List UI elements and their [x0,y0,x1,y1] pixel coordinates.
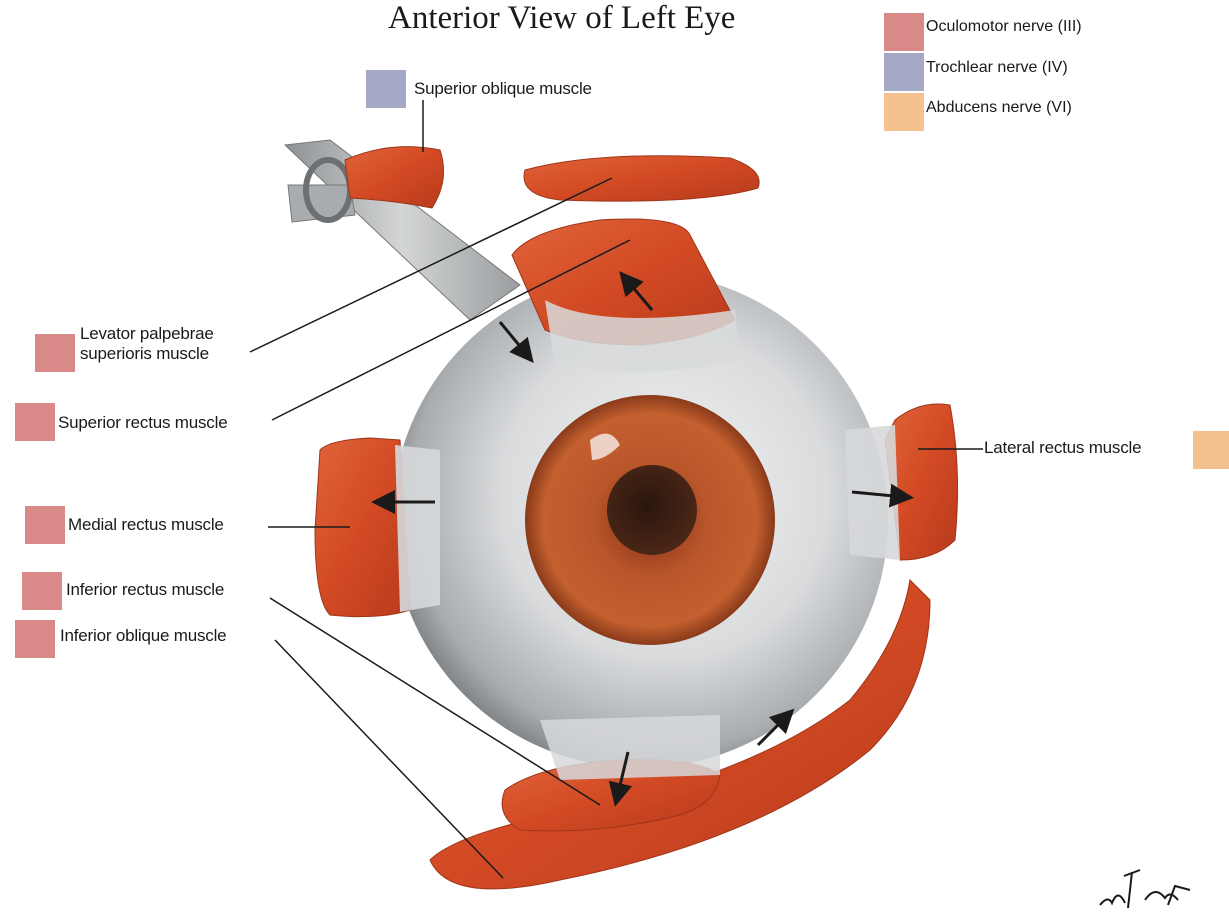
inferior-oblique-swatch [15,620,55,658]
levator-label: Levator palpebrae superioris muscle [80,324,214,364]
legend-label-trochlear: Trochlear nerve (IV) [926,59,1068,77]
levator-label-line1: Levator palpebrae [80,324,214,344]
legend-swatch-abducens [884,93,924,131]
inferior-rectus-swatch [22,572,62,610]
inferior-rectus-label: Inferior rectus muscle [66,580,224,600]
diagram-title: Anterior View of Left Eye [388,0,735,37]
legend-swatch-oculomotor [884,13,924,51]
superior-rectus-swatch [15,403,55,441]
lateral-rectus-label: Lateral rectus muscle [984,438,1141,458]
medial-rectus-swatch [25,506,65,544]
levator-palpebrae-shape [524,156,759,201]
superior-oblique-swatch [366,70,406,108]
superior-oblique-label: Superior oblique muscle [414,79,592,99]
pupil [607,465,697,555]
lateral-rectus-swatch [1193,431,1229,469]
superior-rectus-label: Superior rectus muscle [58,413,227,433]
legend-label-abducens: Abducens nerve (VI) [926,99,1072,117]
medial-rectus-label: Medial rectus muscle [68,515,224,535]
superior-oblique-muscle-shape [345,147,444,208]
signature-mark [1100,870,1190,908]
legend-swatch-trochlear [884,53,924,91]
levator-swatch [35,334,75,372]
levator-label-line2: superioris muscle [80,344,214,364]
legend-label-oculomotor: Oculomotor nerve (III) [926,18,1082,36]
inferior-oblique-label: Inferior oblique muscle [60,626,226,646]
